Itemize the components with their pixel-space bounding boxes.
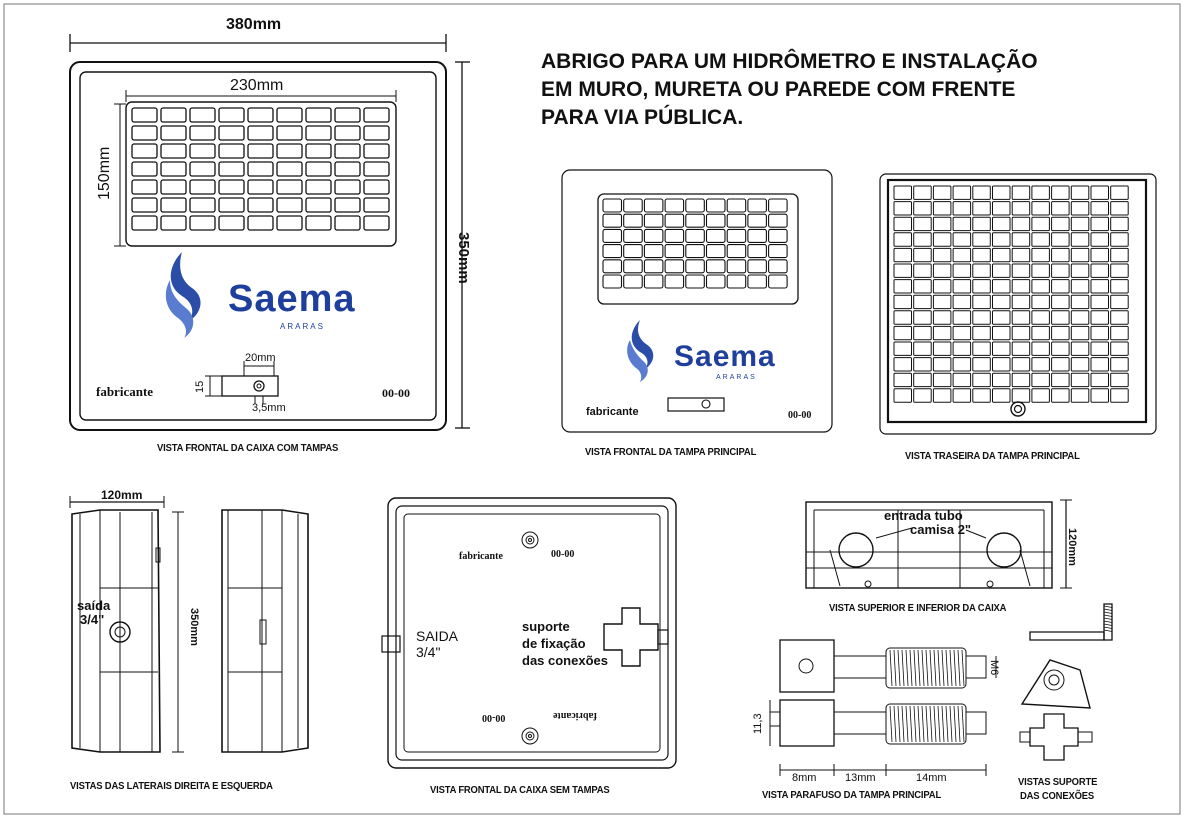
- title-line-2: EM MURO, MURETA OU PAREDE COM FRENTE: [541, 78, 1016, 101]
- front-code-label: 00-00: [382, 386, 410, 400]
- open-code-label: 00-00: [551, 549, 575, 560]
- side-outlet-label: saída: [77, 598, 111, 613]
- screw-dim-3: 14mm: [916, 772, 947, 784]
- open-box-view: [381, 497, 677, 769]
- screw-dim-1: 8mm: [792, 772, 817, 784]
- front-box-caption: VISTA FRONTAL DA CAIXA COM TAMPAS: [157, 442, 339, 454]
- lid-code-label: 00-00: [788, 410, 812, 421]
- open-outlet-label: SAIDA: [416, 628, 459, 644]
- grille-height-label: 150mm: [96, 146, 113, 200]
- support-label-2: de fixação: [522, 636, 586, 651]
- window-width-label: 20mm: [245, 352, 276, 364]
- side-width-label: 120mm: [101, 488, 143, 502]
- front-width-label: 380mm: [226, 16, 282, 33]
- lid-brand-name: Saema: [674, 340, 776, 373]
- screw-caption: VISTA PARAFUSO DA TAMPA PRINCIPAL: [762, 789, 942, 801]
- main-lid-caption: VISTA FRONTAL DA TAMPA PRINCIPAL: [585, 446, 757, 458]
- screw-head-label: 11,3: [752, 713, 764, 734]
- top-view-caption: VISTA SUPERIOR E INFERIOR DA CAIXA: [829, 602, 1007, 614]
- main-lid-back-view: [879, 173, 1157, 435]
- screw-dim-2: 13mm: [845, 772, 876, 784]
- brand-sub: ARARAS: [280, 322, 325, 331]
- side-height-label: 350mm: [188, 608, 200, 646]
- grille-width-label: 230mm: [230, 77, 284, 94]
- top-height-label: 120mm: [1066, 528, 1078, 566]
- brand-name: Saema: [228, 278, 356, 320]
- inlet-label-1: entrada tubo: [884, 508, 963, 523]
- screw-view: [769, 639, 997, 776]
- front-box-view: [69, 34, 470, 431]
- open-box-caption: VISTA FRONTAL DA CAIXA SEM TAMPAS: [430, 784, 610, 796]
- window-height-label: 15: [194, 380, 206, 393]
- side-outlet-size: 3/4": [80, 612, 105, 627]
- lid-maker-label: fabricante: [586, 406, 639, 418]
- support-caption-1: VISTAS SUPORTE: [1018, 776, 1098, 788]
- open-maker-label-inverted: fabricante: [553, 710, 597, 721]
- screw-thread-label: M6: [988, 660, 1000, 676]
- window-hole-label: 3,5mm: [252, 402, 286, 414]
- open-code-label-inverted: 00-00: [482, 712, 506, 723]
- back-lid-caption: VISTA TRASEIRA DA TAMPA PRINCIPAL: [905, 450, 1080, 462]
- inlet-label-2: camisa 2": [910, 522, 972, 537]
- top-bottom-view: [805, 499, 1072, 589]
- support-label-1: suporte: [522, 619, 570, 634]
- support-label-3: das conexões: [522, 653, 608, 668]
- sides-caption: VISTAS DAS LATERAIS DIREITA E ESQUERDA: [70, 780, 273, 792]
- front-height-label: 350mm: [455, 232, 472, 284]
- saema-logo-small-icon: [627, 320, 654, 382]
- open-outlet-size: 3/4": [416, 644, 441, 660]
- main-lid-front-view: [561, 169, 833, 433]
- support-caption-2: DAS CONEXÕES: [1020, 790, 1094, 802]
- saema-logo-icon: [165, 252, 201, 338]
- open-maker-label: fabricante: [459, 551, 503, 562]
- front-maker-label: fabricante: [96, 384, 154, 399]
- connection-support-view: [1019, 603, 1113, 761]
- title-line-3: PARA VIA PÚBLICA.: [541, 106, 744, 129]
- side-views: [69, 496, 309, 753]
- title-line-1: ABRIGO PARA UM HIDRÔMETRO E INSTALAÇÃO: [541, 50, 1038, 73]
- lid-brand-sub: ARARAS: [716, 374, 757, 381]
